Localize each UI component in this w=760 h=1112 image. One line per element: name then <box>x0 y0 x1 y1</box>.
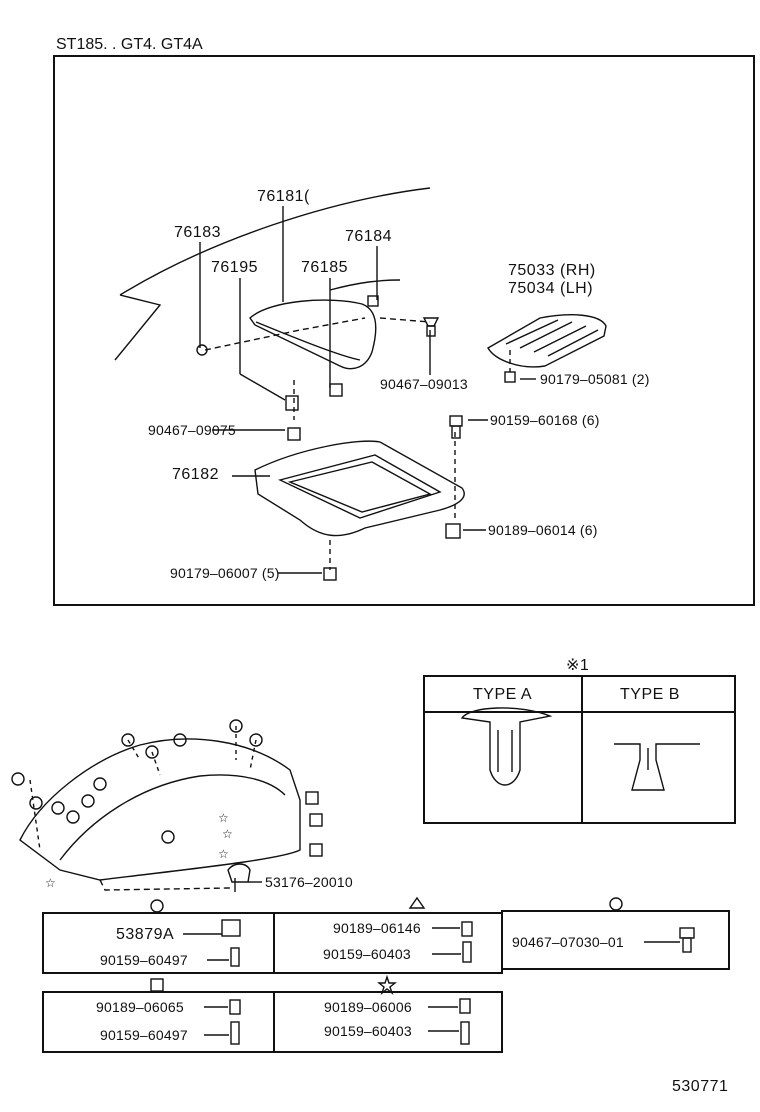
part-75033-label: 75033 (RH) <box>508 262 596 279</box>
clip-type-a-heading: TYPE A <box>473 686 533 703</box>
legend-90159-60403-label: 90159–60403 <box>323 946 411 962</box>
clip-type-column-divider <box>581 675 583 824</box>
part-90467-09075-label: 90467–09075 <box>148 422 236 438</box>
part-76183-label: 76183 <box>174 224 221 241</box>
legend-90467-07030-01-label: 90467–07030–01 <box>512 934 624 950</box>
legend-53879a-label: 53879A <box>116 926 175 943</box>
legend-cell-spiral <box>501 910 730 970</box>
legend-90159-60403-b-label: 90159–60403 <box>324 1023 412 1039</box>
legend-90189-06006-label: 90189–06006 <box>324 999 412 1015</box>
part-76184-label: 76184 <box>345 228 392 245</box>
part-76185-label: 76185 <box>301 259 348 276</box>
clip-type-b-heading: TYPE B <box>620 686 680 703</box>
part-76181-label: 76181( <box>257 188 310 205</box>
legend-90189-06146-label: 90189–06146 <box>333 920 421 936</box>
upper-diagram-panel <box>53 55 755 606</box>
svg-text:☆: ☆ <box>218 811 229 825</box>
legend-90159-60497-b-label: 90159–60497 <box>100 1027 188 1043</box>
legend-cell-star <box>273 991 503 1053</box>
part-53176-20010-label: 53176–20010 <box>265 874 353 890</box>
part-90179-05081-label: 90179–05081 (2) <box>540 371 650 387</box>
legend-90159-60497-label: 90159–60497 <box>100 952 188 968</box>
clip-type-header-divider <box>423 675 736 713</box>
part-76195-label: 76195 <box>211 259 258 276</box>
svg-text:☆: ☆ <box>218 847 229 861</box>
part-90159-60168-label: 90159–60168 (6) <box>490 412 600 428</box>
clip-type-marker: ※1 <box>566 657 590 674</box>
part-90179-06007-label: 90179–06007 (5) <box>170 565 280 581</box>
part-75034-label: 75034 (LH) <box>508 280 594 297</box>
part-90189-06014-label: 90189–06014 (6) <box>488 522 598 538</box>
part-76182-label: 76182 <box>172 466 219 483</box>
svg-text:☆: ☆ <box>222 827 233 841</box>
diagram-number: 530771 <box>672 1078 729 1095</box>
part-90467-09013-label: 90467–09013 <box>380 376 468 392</box>
svg-text:☆: ☆ <box>45 876 56 890</box>
legend-90189-06065-label: 90189–06065 <box>96 999 184 1015</box>
model-header: ST185. . GT4. GT4A <box>56 36 203 53</box>
